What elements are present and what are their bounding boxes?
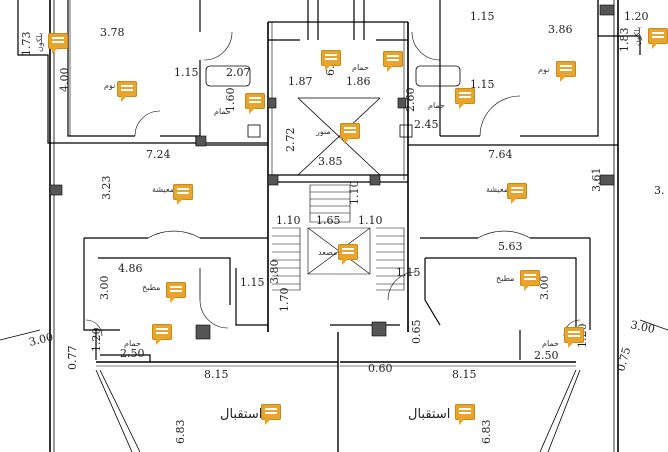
dim-label: 7.64	[488, 148, 513, 161]
comment-icon[interactable]	[340, 123, 360, 144]
dim-label: 2.07	[226, 66, 251, 79]
comment-icon[interactable]	[321, 50, 341, 71]
dim-label: 3.00	[538, 276, 551, 301]
dim-label: 1.15	[396, 266, 421, 279]
dim-label: 1.70	[278, 288, 291, 313]
dim-label: 1.60	[224, 88, 237, 113]
dim-label: 2.50	[120, 347, 145, 360]
room-label-elevator: مصعد	[318, 248, 337, 257]
dim-label: 1.73	[20, 32, 33, 57]
room-label-kitchen-left: مطبخ	[142, 283, 160, 292]
dim-label: 1.20	[624, 10, 649, 23]
comment-icon[interactable]	[166, 282, 186, 303]
dim-label: 3.78	[100, 26, 125, 39]
comment-icon[interactable]	[245, 93, 265, 114]
dim-label: 5.63	[498, 240, 523, 253]
comment-icon[interactable]	[520, 270, 540, 291]
room-label-reception-left: استقبال	[220, 407, 262, 422]
dim-label: 1.10	[348, 181, 361, 206]
comment-icon[interactable]	[383, 51, 403, 72]
comment-icon[interactable]	[152, 324, 172, 345]
room-label-bath-bottom-right: حمام	[542, 339, 559, 348]
comment-icon[interactable]	[117, 81, 137, 102]
dim-label: 0.77	[66, 346, 79, 371]
dim-label: 1.20	[90, 328, 103, 353]
dim-label: 0.60	[368, 362, 393, 375]
comment-icon[interactable]	[556, 61, 576, 82]
dim-label: 3.00	[629, 318, 656, 336]
room-label-kitchen-right: مطبخ	[496, 274, 514, 283]
dim-label: 3.	[654, 184, 665, 197]
dim-label: 3.00	[98, 276, 111, 301]
dim-label: 3.80	[268, 260, 281, 285]
room-label-living-right: معيشة	[486, 185, 508, 194]
room-label-bath-left: حمام	[214, 107, 231, 116]
dim-label: 1.86	[346, 75, 371, 88]
room-label-balcony-left: بلكون	[35, 33, 44, 52]
comment-icon[interactable]	[507, 183, 527, 204]
room-label-bath-right: حمام	[428, 101, 445, 110]
dim-label: 8.15	[204, 368, 229, 381]
comment-icon[interactable]	[173, 184, 193, 205]
dim-label: 3.23	[100, 176, 113, 201]
comment-icon[interactable]	[261, 404, 281, 425]
dim-label: 2.72	[284, 128, 297, 153]
comment-icon[interactable]	[338, 244, 358, 265]
dim-label: 3.85	[318, 155, 343, 168]
dim-label: 2.50	[534, 349, 559, 362]
dim-label: 6.83	[174, 420, 187, 445]
dim-label: 1.10	[358, 214, 383, 227]
dim-label: 3.61	[590, 168, 603, 193]
room-label-bedroom-left: نوم	[104, 81, 115, 90]
dim-label: 1.15	[240, 276, 265, 289]
dim-label: 3.00	[28, 330, 55, 349]
room-label-reception-right: استقبال	[408, 407, 450, 422]
dim-label: 1.10	[276, 214, 301, 227]
dim-label: 2.60	[404, 88, 417, 113]
room-label-bedroom-right: نوم	[538, 65, 549, 74]
room-label-living-left: معيشة	[152, 185, 174, 194]
room-label-balcony-right: بلكون	[633, 27, 642, 46]
dim-label: 1.65	[316, 214, 341, 227]
comment-icon[interactable]	[48, 33, 68, 54]
dim-label: 4.86	[118, 262, 143, 275]
dim-label: 3.86	[548, 23, 573, 36]
comment-icon[interactable]	[455, 404, 475, 425]
dim-label: 4.00	[58, 68, 71, 93]
comment-icon[interactable]	[564, 327, 584, 348]
dim-label: 6.83	[480, 420, 493, 445]
dim-label: 1.15	[470, 10, 495, 23]
dim-label: 7.24	[146, 148, 171, 161]
dim-label: 2.45	[414, 118, 439, 131]
dim-label: 1.83	[618, 28, 631, 53]
dim-label: 1.15	[174, 66, 199, 79]
room-label-shaft: منور	[315, 127, 331, 136]
room-label-bath-top: حمام	[352, 63, 369, 72]
dim-label: 0.75	[614, 346, 633, 373]
dim-label: 0.65	[410, 320, 423, 345]
dim-label: 8.15	[452, 368, 477, 381]
comment-icon[interactable]	[455, 88, 475, 109]
dim-label: 1.15	[470, 78, 495, 91]
comment-icon[interactable]	[648, 28, 668, 49]
room-label-bath-bottom-left: حمام	[124, 339, 141, 348]
dim-label: 1.87	[288, 75, 313, 88]
